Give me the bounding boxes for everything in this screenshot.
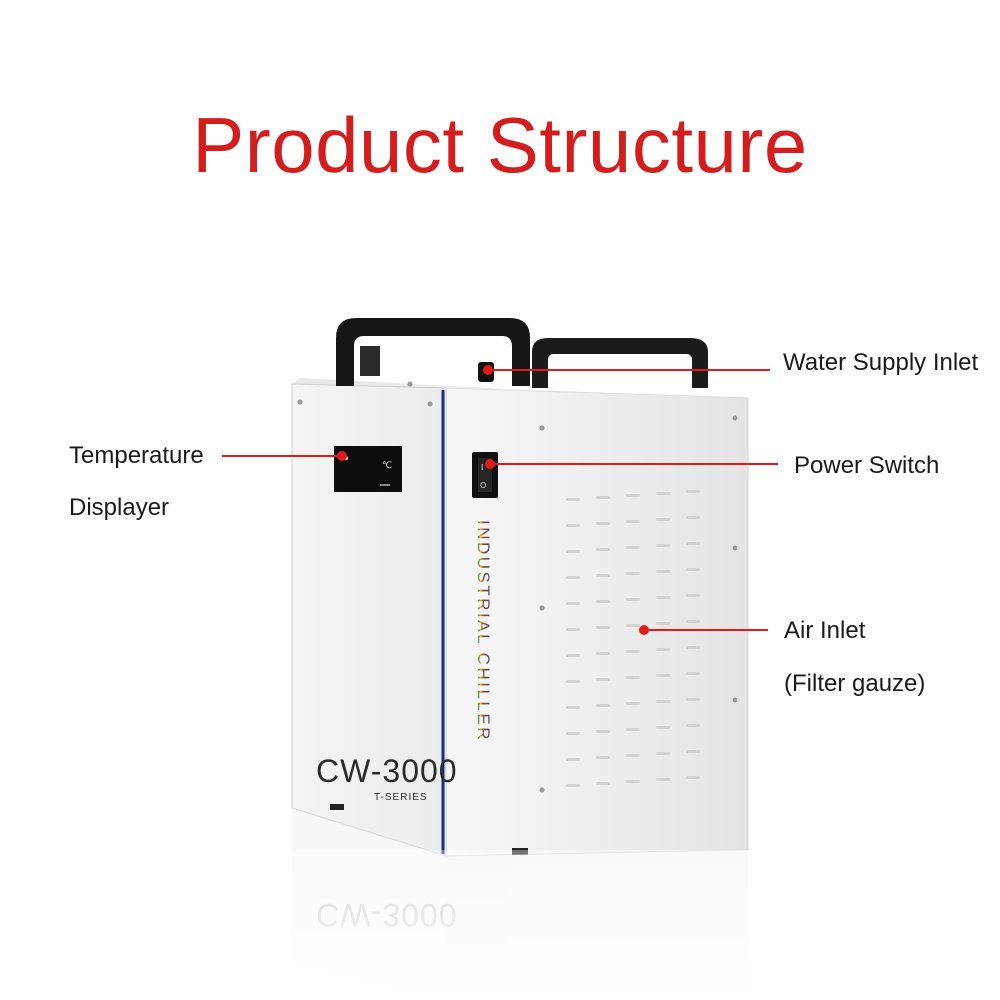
- screw: [407, 381, 413, 387]
- power-switch-callout-dot: [485, 459, 495, 469]
- display-unit: ℃: [382, 461, 392, 471]
- screw: [297, 399, 303, 405]
- displayer-label: Displayer: [69, 494, 170, 521]
- side-brand-text: INDUSTRIAL CHILLER: [474, 520, 493, 742]
- model-name: CW-3000: [316, 753, 458, 789]
- screw: [732, 697, 738, 703]
- temperature-callout-dot: [337, 451, 347, 461]
- filter-gauze-label: (Filter gauze): [784, 670, 926, 697]
- series-name: T-SERIES: [374, 792, 428, 803]
- screw: [732, 545, 738, 551]
- handle-grip: [360, 346, 380, 376]
- water-supply-inlet-label: Water Supply Inlet: [783, 349, 979, 376]
- air-inlet-label: Air Inlet: [784, 617, 866, 644]
- screw: [539, 605, 545, 611]
- switch-on-mark: I: [481, 463, 483, 472]
- switch-off-mark: O: [480, 481, 486, 490]
- power-switch-label: Power Switch: [794, 452, 940, 479]
- display-indicator: [380, 484, 390, 486]
- temperature-label: Temperature: [69, 442, 204, 469]
- air-inlet-callout-dot: [639, 625, 649, 635]
- rear-handle: [532, 338, 708, 388]
- screw: [427, 401, 433, 407]
- screw: [539, 787, 545, 793]
- water-inlet-callout-dot: [483, 365, 493, 375]
- reflection-fade: [280, 850, 760, 1000]
- callouts: [222, 365, 778, 635]
- front-handle: [336, 318, 530, 386]
- screw: [539, 425, 545, 431]
- foot: [330, 804, 344, 810]
- screw: [732, 415, 738, 421]
- page-title: Product Structure: [192, 101, 808, 189]
